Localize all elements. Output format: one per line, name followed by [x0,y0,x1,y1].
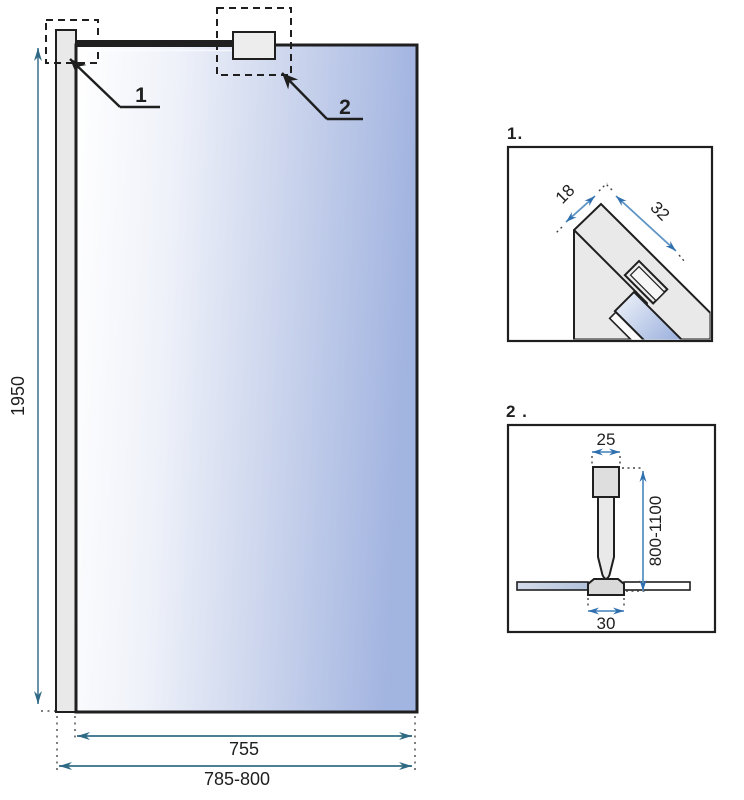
glass-in-channel [613,290,711,340]
clamp-bracket [587,578,625,596]
support-arm-tube [597,496,615,580]
glass-panel [74,43,419,714]
callout-2-label: 2 [339,96,351,119]
total-width-dim-text: 785-800 [204,769,270,789]
callout-1-label: 1 [135,84,147,107]
dimension-height: 1950 [8,48,55,712]
dimension-glass-width: 755 [77,732,412,759]
support-bracket [232,31,276,60]
detail-1-label: 1. [507,124,523,143]
detail-2-view: 25 800-1100 30 [506,423,717,634]
detail-2-dim-30: 30 [587,598,625,633]
glass-width-dim-text: 755 [229,739,259,759]
glass-edge-right [623,581,691,591]
callout-leader-1: 1 [69,58,160,109]
detail-2-dim-25-text: 25 [597,430,616,449]
callout-box-2 [216,7,292,76]
extension-lines [56,716,416,770]
main-view: 1 2 1950 755 785-800 [8,7,419,789]
channel-lip [623,259,669,305]
detail-1-view: 18 32 [506,145,714,343]
top-support-bar [76,40,238,47]
height-dim-text: 1950 [8,376,28,416]
detail-2-dim-height: 800-1100 [622,467,665,592]
wall-profile [55,29,77,713]
detail-2-label: 2 . [506,402,528,421]
detail-2-dim-25: 25 [591,430,621,465]
detail-2-dim-30-text: 30 [597,614,616,633]
glass-edge-left [516,581,589,591]
channel-outer-wall [608,310,706,340]
arm-top-block [592,466,620,498]
dimension-total-width: 785-800 [59,762,412,789]
detail-2-dim-height-text: 800-1100 [646,496,665,567]
callout-leader-2: 2 [281,72,363,121]
profile-face-edge [573,229,638,294]
